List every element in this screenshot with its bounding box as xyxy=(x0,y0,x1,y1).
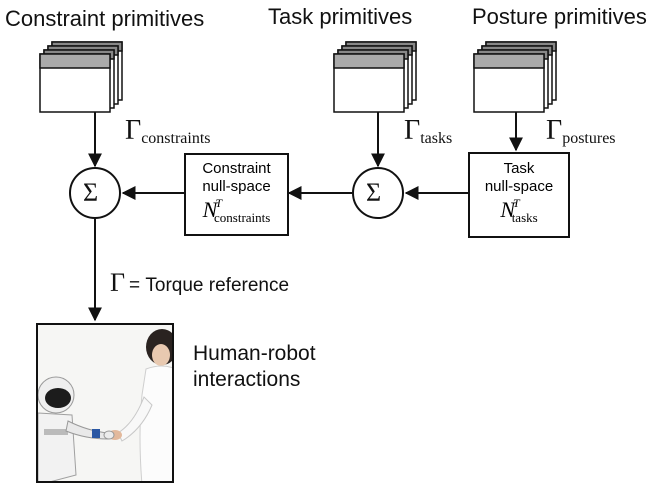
task-nullspace-line1: Task xyxy=(503,160,535,177)
gamma-postures-label: Γpostures xyxy=(546,115,616,147)
constraint-primitives-stack xyxy=(39,41,123,113)
header-constraint-primitives: Constraint primitives xyxy=(5,6,205,31)
sigma-right-icon: Σ xyxy=(366,178,382,207)
header-posture-primitives: Posture primitives xyxy=(472,4,647,29)
constraint-nullspace-line1: Constraint xyxy=(202,160,271,177)
sum-node-left xyxy=(69,167,121,219)
sigma-left-icon: Σ xyxy=(83,178,99,207)
human-robot-illustration xyxy=(38,325,172,481)
gamma-tasks-label: Γtasks xyxy=(404,115,453,147)
header-task-primitives: Task primitives xyxy=(268,4,413,29)
task-nullspace-matrix: NTtasks xyxy=(500,196,538,226)
task-primitives-stack xyxy=(333,41,417,113)
task-nullspace-box: Task null-space NTtasks xyxy=(468,152,570,238)
constraint-nullspace-box: Constraint null-space NTconstraints xyxy=(184,153,289,236)
constraint-nullspace-matrix: NTconstraints xyxy=(202,196,271,226)
constraint-nullspace-line2: null-space xyxy=(202,178,271,195)
hri-label: Human-robot interactions xyxy=(193,341,316,393)
hri-label-line2: interactions xyxy=(193,368,301,391)
gamma-constraints-label: Γconstraints xyxy=(125,115,211,147)
sum-node-right xyxy=(352,167,404,219)
torque-reference-label: Γ = Torque reference xyxy=(110,268,290,297)
human-robot-photo xyxy=(36,323,174,483)
task-nullspace-line2: null-space xyxy=(484,178,554,195)
hri-label-line1: Human-robot xyxy=(193,342,316,365)
posture-primitives-stack xyxy=(473,41,557,113)
